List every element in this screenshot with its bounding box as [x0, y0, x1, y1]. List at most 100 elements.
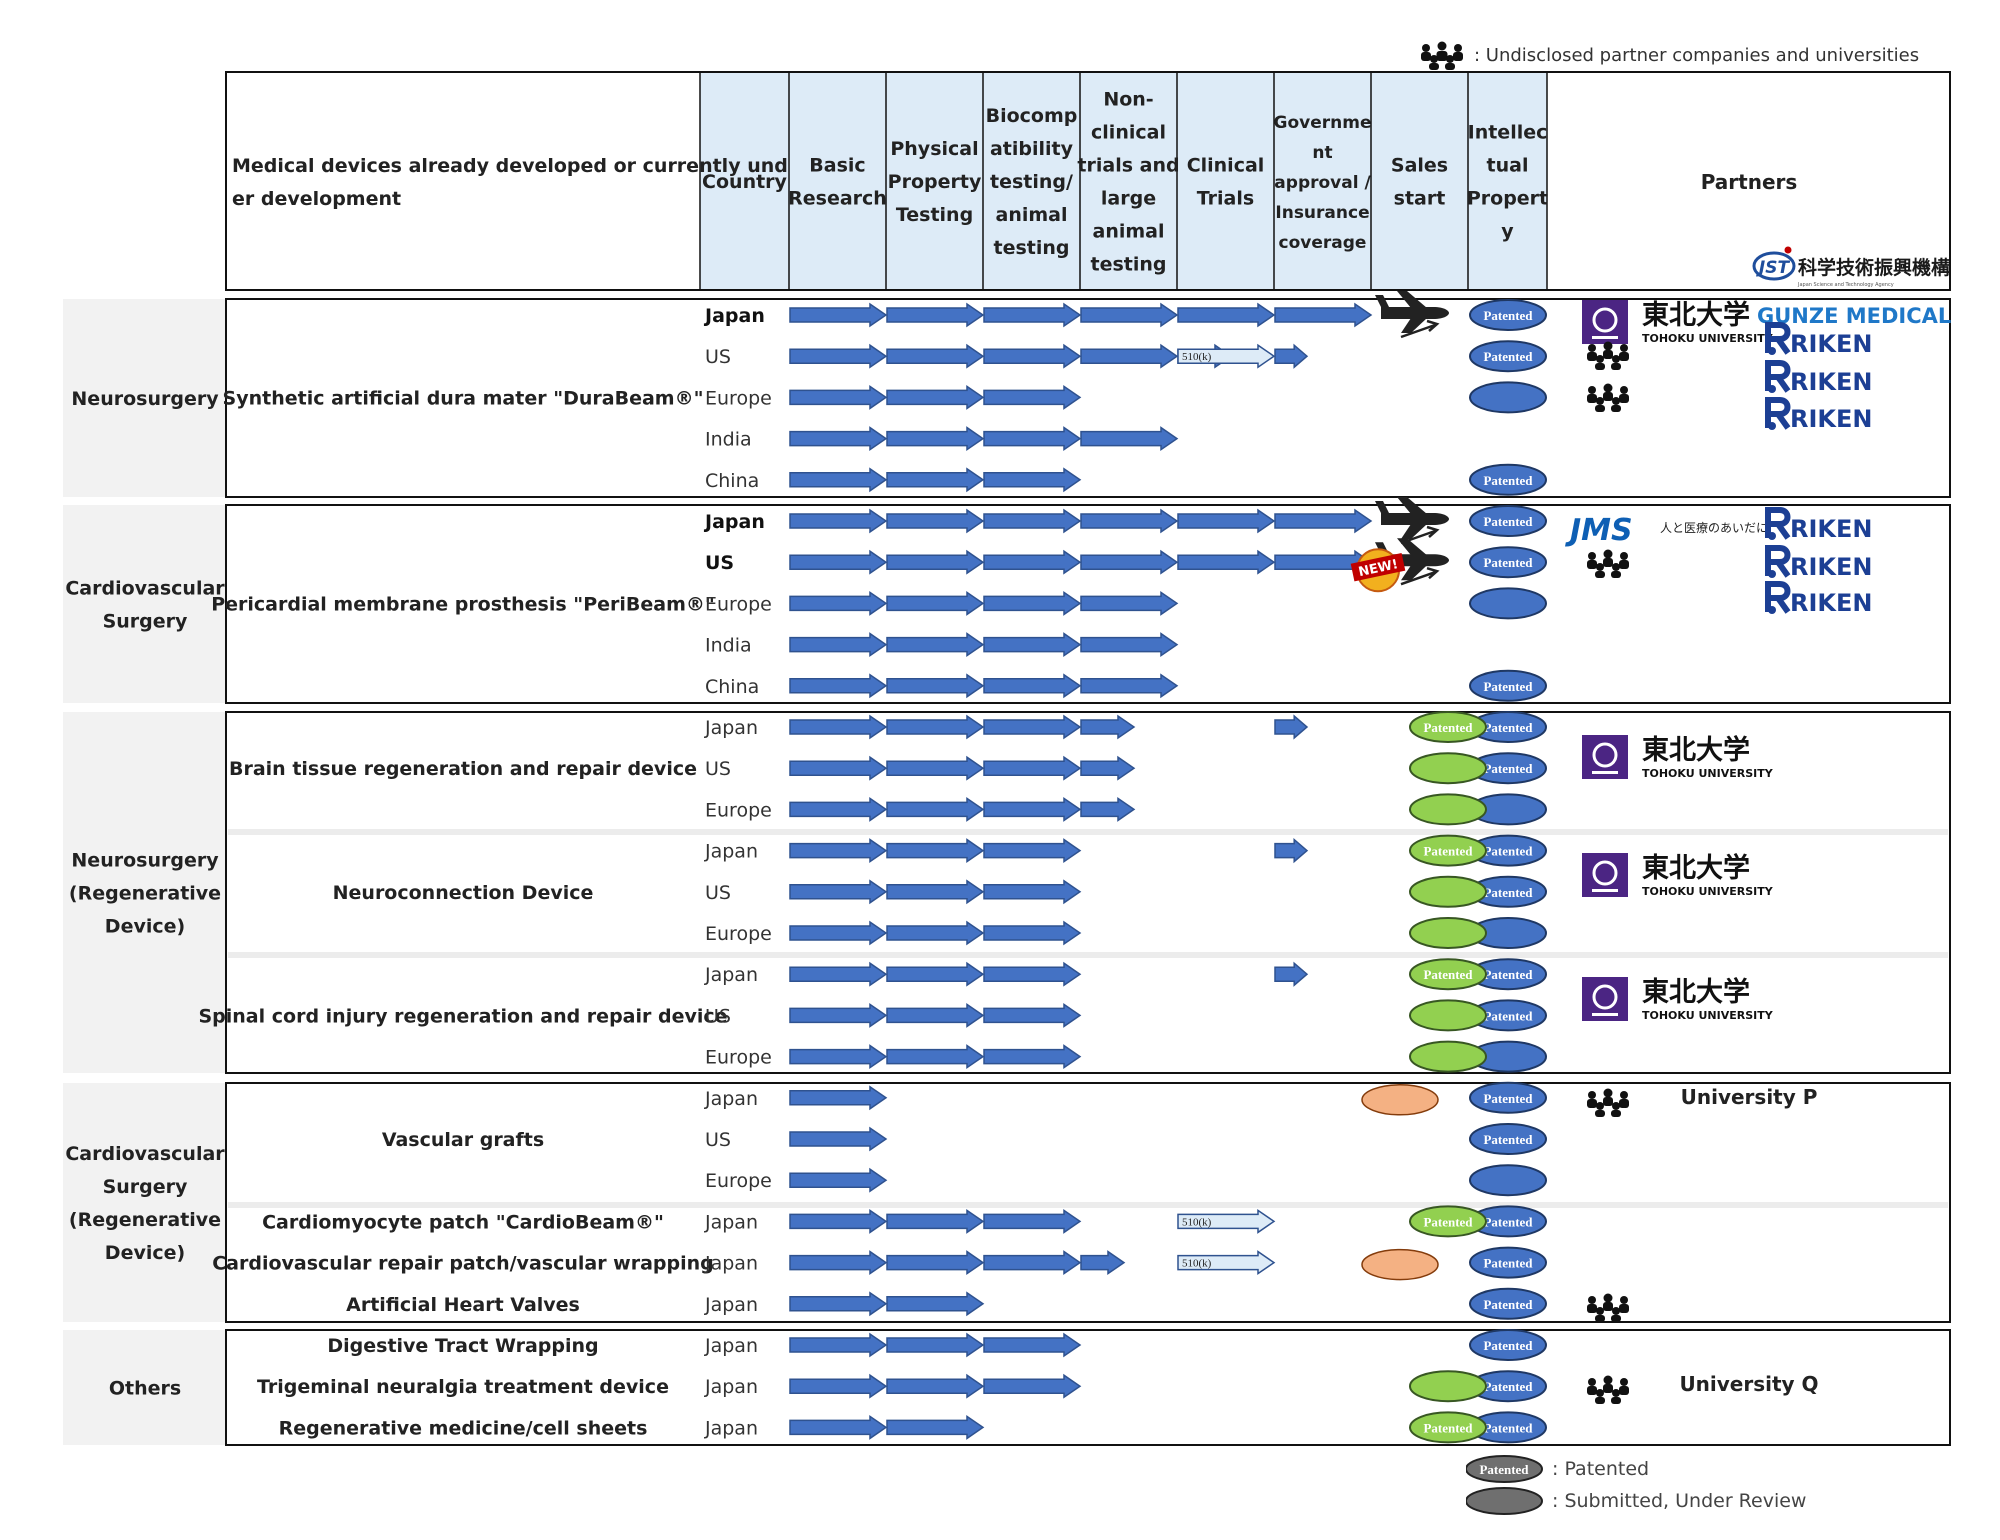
- partner-undisclosed-4-head-1: [1603, 1088, 1613, 1098]
- row-13-green-ellipse: [1409, 834, 1487, 867]
- partner-undisclosed-5-head-4: [1612, 1307, 1620, 1315]
- section-frame-1: [225, 504, 1951, 704]
- partner-riken-logo-6: RIKEN: [1765, 581, 1873, 617]
- row-8-arrow-3: [1080, 632, 1179, 658]
- partner-riken-logo-6-mark: [1765, 581, 1791, 614]
- row-16-ip-ellipse-label: Patented: [1483, 967, 1533, 982]
- row-24-arrow-1: [886, 1291, 985, 1317]
- row-0-arrow-4: [1177, 302, 1276, 328]
- row-6-arrow-1: [886, 549, 985, 575]
- row-5-ip-ellipse-label: Patented: [1483, 514, 1533, 529]
- jst-logo-dot: [1784, 246, 1792, 254]
- row-17-arrow-2: [983, 1002, 1082, 1028]
- group-label-4-line-0: Others: [109, 1378, 181, 1400]
- partner-riken-logo-3: RIKEN: [1765, 397, 1873, 433]
- partner-tohoku-logo-1-emblem-bar: [1592, 336, 1618, 339]
- partner-riken-logo-2-text: RIKEN: [1790, 368, 1873, 396]
- partner-undisclosed-2-head-1: [1603, 383, 1613, 393]
- row-12-country: Europe: [705, 799, 772, 821]
- partner-undisclosed-6-body-0: [1587, 1386, 1597, 1395]
- partner-undisclosed-3-body-4: [1611, 571, 1621, 578]
- partner-riken-logo-2: RIKEN: [1765, 360, 1873, 396]
- group-label-bg-0: [63, 299, 226, 497]
- partner-undisclosed-5-body-0: [1587, 1304, 1597, 1313]
- device-name-10: Trigeminal neuralgia treatment device: [257, 1376, 669, 1398]
- partner-undisclosed-1-body-1: [1603, 350, 1613, 359]
- jst-logo-mark: JST: [1756, 258, 1791, 278]
- row-12-green-ellipse: [1409, 793, 1487, 826]
- row-24-country: Japan: [704, 1294, 758, 1316]
- partner-undisclosed-6-head-2: [1620, 1378, 1628, 1386]
- row-26-green-ellipse: [1409, 1370, 1487, 1403]
- row-12-arrow-partial: [1080, 796, 1136, 822]
- group-label-0-line-0: Neurosurgery: [71, 388, 219, 410]
- row-14-arrow-1: [886, 879, 985, 905]
- row-21-ip-ellipse: [1469, 1164, 1547, 1197]
- row-5-arrow-5: [1274, 508, 1373, 534]
- row-6-sales-plane-icon-wing-bot: [1401, 565, 1427, 581]
- header-stage-4-line-4: animal: [1093, 221, 1165, 243]
- partner-tohoku-logo-3-en: TOHOKU UNIVERSITY: [1642, 885, 1774, 898]
- partner-undisclosed-6-head-3: [1596, 1389, 1604, 1397]
- row-12-arrow-2: [983, 796, 1082, 822]
- partner-undisclosed-3-head-1: [1603, 549, 1613, 559]
- row-9-arrow-3: [1080, 673, 1179, 699]
- row-23-orange-ellipse: [1361, 1248, 1439, 1281]
- row-23-ip-ellipse: [1469, 1246, 1547, 1279]
- row-20-country: US: [705, 1129, 731, 1151]
- header-stage-6-line-3: Insurance: [1275, 203, 1369, 223]
- header-stage-4-line-3: large: [1101, 188, 1156, 210]
- row-17-ip-ellipse-label: Patented: [1483, 1008, 1533, 1023]
- group-label-1-line-0: Cardiovascular: [65, 578, 225, 600]
- row-11-ip-ellipse-label: Patented: [1483, 761, 1533, 776]
- partner-undisclosed-5-head-0: [1588, 1296, 1596, 1304]
- row-14-country: US: [705, 882, 731, 904]
- device-name-8: Artificial Heart Valves: [346, 1294, 580, 1316]
- row-10-arrow-partial: [1080, 714, 1136, 740]
- row-0-sales-plane-icon-tail: [1375, 295, 1389, 307]
- partner-undisclosed-4-body-4: [1611, 1110, 1621, 1117]
- row-10-arrow-1: [886, 714, 985, 740]
- partner-undisclosed-3-head-0: [1588, 552, 1596, 560]
- partner-gunze-logo: GUNZE MEDICAL: [1757, 304, 1951, 328]
- row-0-sales-plane-icon-trail: [1400, 323, 1436, 339]
- group-label-3-line-3: Device): [105, 1242, 185, 1264]
- partner-riken-logo-6-text: RIKEN: [1790, 589, 1873, 617]
- row-6-new-ribbon: [1350, 552, 1406, 582]
- row-2-arrow-0: [789, 384, 888, 410]
- row-3-arrow-3: [1080, 426, 1179, 452]
- row-26-country: Japan: [704, 1376, 758, 1398]
- group-label-1-line-1: Surgery: [103, 611, 188, 633]
- row-5-ip-ellipse: [1469, 505, 1547, 537]
- partner-riken-logo-5-text: RIKEN: [1790, 553, 1873, 581]
- partner-undisclosed-3-head-4: [1612, 563, 1620, 571]
- row-6-arrow-4: [1177, 549, 1276, 575]
- row-6-ip-ellipse-label: Patented: [1483, 555, 1533, 570]
- partner-undisclosed-2-body-2: [1619, 394, 1629, 403]
- row-11-green-ellipse: [1409, 752, 1487, 785]
- partner-riken-logo-2-mark: [1765, 360, 1791, 393]
- sub-band-2: [228, 1202, 1948, 1208]
- row-8-arrow-1: [886, 632, 985, 658]
- header-stage-6-line-4: coverage: [1279, 233, 1367, 253]
- partner-riken-logo-5: RIKEN: [1765, 545, 1873, 581]
- row-6-arrow-0: [789, 549, 888, 575]
- row-27-ip-ellipse-label: Patented: [1483, 1420, 1533, 1435]
- row-12-arrow-0: [789, 796, 888, 822]
- row-25-country: Japan: [704, 1335, 758, 1357]
- row-17-arrow-1: [886, 1002, 985, 1028]
- partner-riken-logo-1: RIKEN: [1765, 322, 1873, 358]
- row-18-arrow-2: [983, 1044, 1082, 1070]
- row-7-country: Europe: [705, 593, 772, 615]
- row-7-arrow-0: [789, 590, 888, 616]
- row-22-arrow-510k: [1177, 1208, 1276, 1234]
- group-label-3-line-1: Surgery: [103, 1176, 188, 1198]
- partner-undisclosed-3: [1587, 549, 1629, 578]
- row-17-country: US: [705, 1005, 731, 1027]
- row-5-sales-plane-icon-body: [1381, 513, 1449, 525]
- device-name-9: Digestive Tract Wrapping: [327, 1335, 598, 1357]
- row-15-arrow-1: [886, 920, 985, 946]
